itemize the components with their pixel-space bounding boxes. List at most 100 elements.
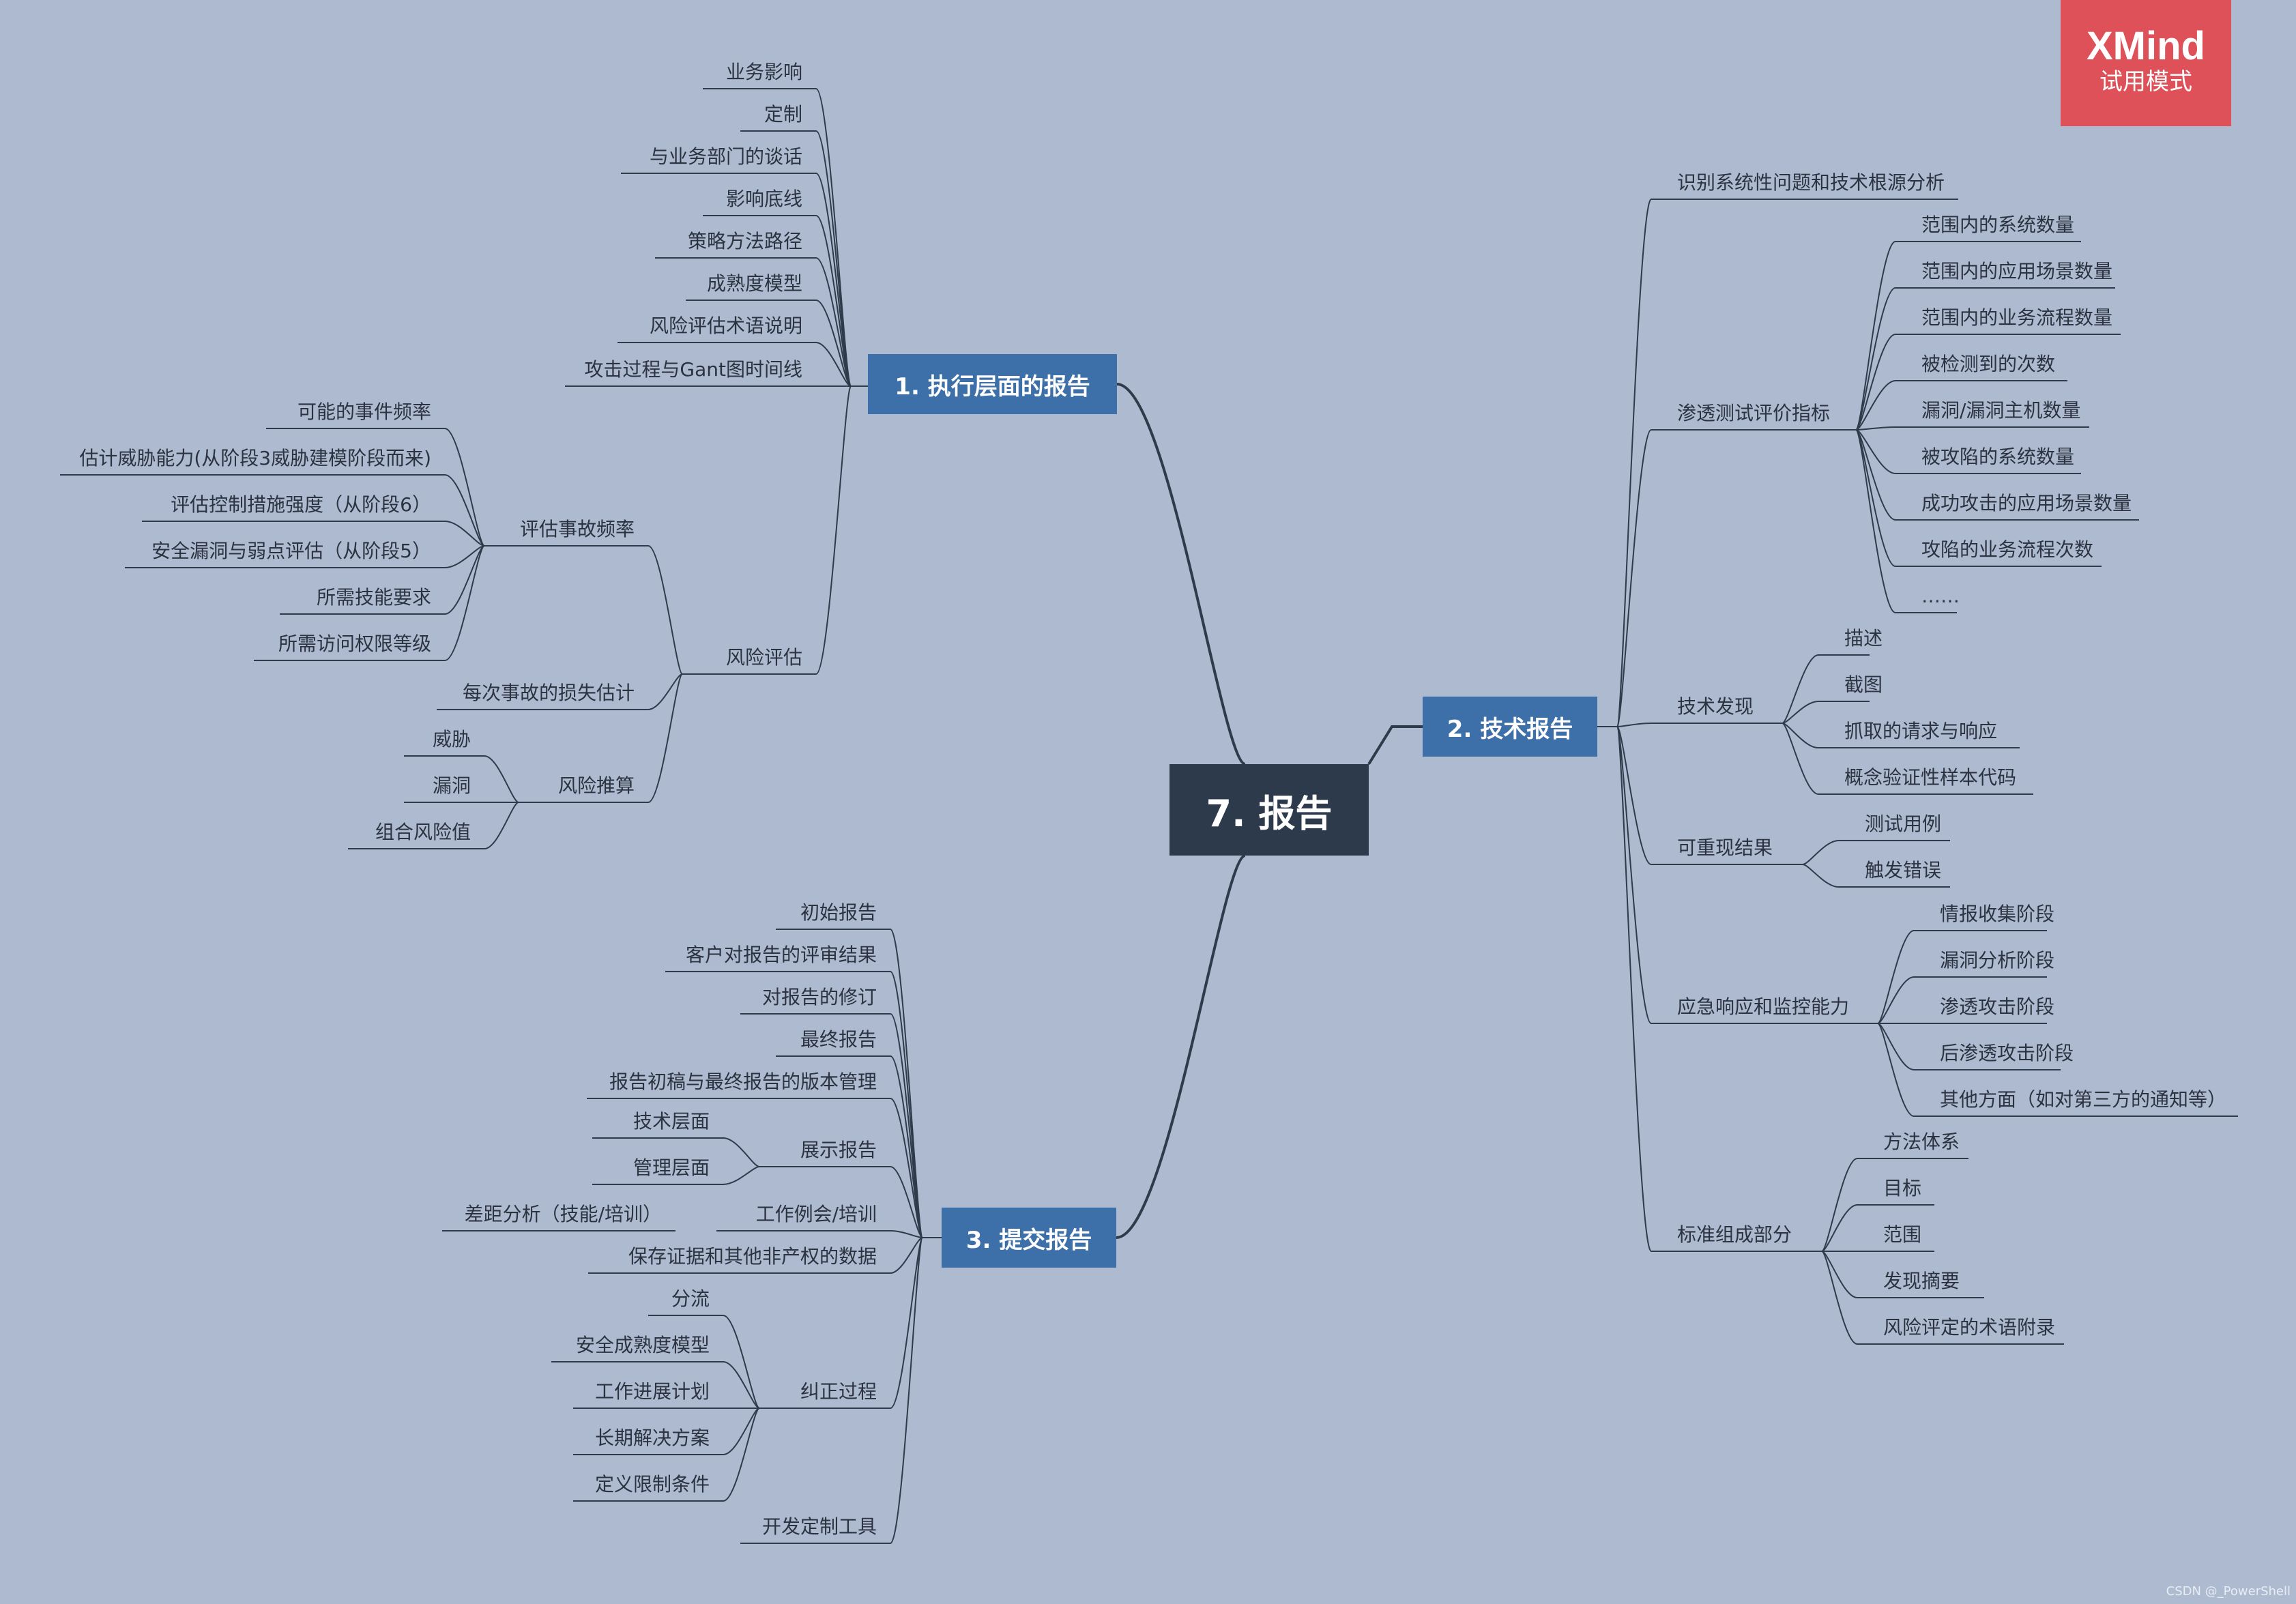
connector xyxy=(723,1315,760,1409)
repro-item[interactable]: 触发错误 xyxy=(1865,859,1942,881)
exec-item[interactable]: 风险评估术语说明 xyxy=(649,315,802,337)
response-item[interactable]: 漏洞分析阶段 xyxy=(1940,949,2055,972)
calc-item[interactable]: 组合风险值 xyxy=(375,821,471,843)
connector xyxy=(1855,334,1896,431)
metric-item[interactable]: 被检测到的次数 xyxy=(1921,353,2056,375)
tech-metrics[interactable]: 渗透测试评价指标 xyxy=(1677,402,1831,424)
standard-item[interactable]: 目标 xyxy=(1883,1177,1922,1199)
submit-item[interactable]: 客户对报告的评审结果 xyxy=(685,944,877,966)
connector xyxy=(444,428,485,546)
tech-reproducible[interactable]: 可重现结果 xyxy=(1677,836,1773,859)
submit-item[interactable]: 对报告的修订 xyxy=(761,986,877,1008)
finding-item[interactable]: 描述 xyxy=(1844,627,1883,650)
exec-item[interactable]: 策略方法路径 xyxy=(687,230,802,252)
response-item[interactable]: 情报收集阶段 xyxy=(1940,903,2055,925)
submit-item[interactable]: 报告初稿与最终报告的版本管理 xyxy=(609,1070,877,1093)
branch-executive-report[interactable]: 1. 执行层面的报告 xyxy=(868,354,1117,414)
submit-presentation[interactable]: 展示报告 xyxy=(800,1139,877,1161)
tech-findings[interactable]: 技术发现 xyxy=(1677,695,1754,718)
metric-item[interactable]: 被攻陷的系统数量 xyxy=(1921,446,2075,468)
submit-custom-tools[interactable]: 开发定制工具 xyxy=(761,1515,877,1538)
repro-item[interactable]: 测试用例 xyxy=(1865,813,1942,835)
connector xyxy=(1855,429,1896,521)
metric-item[interactable]: 漏洞/漏洞主机数量 xyxy=(1921,399,2081,422)
connector xyxy=(444,545,485,568)
finding-item[interactable]: 概念验证性样本代码 xyxy=(1844,766,2017,789)
connector xyxy=(890,1230,923,1238)
standard-item[interactable]: 方法体系 xyxy=(1883,1131,1960,1153)
frequency-item[interactable]: 所需技能要求 xyxy=(316,586,431,609)
metric-item[interactable]: 范围内的系统数量 xyxy=(1921,214,2075,236)
submit-keep-evidence[interactable]: 保存证据和其他非产权的数据 xyxy=(628,1245,877,1268)
connector xyxy=(890,1237,923,1274)
exec-item[interactable]: 业务影响 xyxy=(725,61,802,83)
branch-technical-report[interactable]: 2. 技术报告 xyxy=(1423,697,1597,757)
metric-item[interactable]: 攻陷的业务流程次数 xyxy=(1921,538,2094,561)
branch-submit-report[interactable]: 3. 提交报告 xyxy=(942,1208,1116,1268)
exec-item[interactable]: 定制 xyxy=(764,103,802,126)
connector xyxy=(1855,380,1896,431)
presentation-item[interactable]: 技术层面 xyxy=(633,1110,710,1133)
response-item[interactable]: 其他方面（如对第三方的通知等） xyxy=(1940,1088,2227,1111)
connector xyxy=(1616,199,1652,727)
remediation-item[interactable]: 工作进展计划 xyxy=(594,1380,710,1403)
tech-standard-parts[interactable]: 标准组成部分 xyxy=(1677,1223,1792,1246)
presentation-item[interactable]: 管理层面 xyxy=(633,1156,710,1179)
calc-item[interactable]: 漏洞 xyxy=(432,774,471,797)
connector xyxy=(815,300,852,387)
remediation-item[interactable]: 安全成熟度模型 xyxy=(575,1334,710,1356)
exec-item[interactable]: 与业务部门的谈话 xyxy=(649,145,802,168)
remediation-item[interactable]: 定义限制条件 xyxy=(594,1473,710,1496)
exec-item[interactable]: 成熟度模型 xyxy=(706,272,802,295)
exec-risk-assessment[interactable]: 风险评估 xyxy=(725,646,802,669)
standard-item[interactable]: 范围 xyxy=(1883,1223,1922,1246)
exec-risk-calculation[interactable]: 风险推算 xyxy=(557,774,635,797)
metric-item[interactable]: …… xyxy=(1921,585,1960,607)
frequency-item[interactable]: 所需访问权限等级 xyxy=(278,632,431,655)
submit-remediation[interactable]: 纠正过程 xyxy=(800,1380,877,1403)
connector xyxy=(723,1408,760,1455)
connector xyxy=(1616,726,1652,865)
connector xyxy=(1116,383,1246,765)
connector xyxy=(890,1166,923,1238)
connector xyxy=(1855,241,1896,431)
finding-item[interactable]: 截图 xyxy=(1844,673,1883,696)
calc-item[interactable]: 威胁 xyxy=(432,728,471,750)
metric-item[interactable]: 成功攻击的应用场景数量 xyxy=(1921,492,2132,514)
exec-loss-estimate[interactable]: 每次事故的损失估计 xyxy=(462,682,635,704)
submit-gap-analysis[interactable]: 差距分析（技能/培训） xyxy=(464,1203,662,1225)
watermark: CSDN @_PowerShell xyxy=(2166,1584,2291,1599)
connector xyxy=(890,1098,923,1238)
exec-item[interactable]: 影响底线 xyxy=(725,188,802,210)
tech-response-monitoring[interactable]: 应急响应和监控能力 xyxy=(1677,995,1850,1018)
xmind-trial-badge: XMind 试用模式 xyxy=(2061,0,2231,126)
frequency-item[interactable]: 估计威胁能力(从阶段3威胁建模阶段而来) xyxy=(79,447,431,469)
remediation-item[interactable]: 分流 xyxy=(671,1287,710,1310)
frequency-item[interactable]: 可能的事件频率 xyxy=(297,400,431,423)
response-item[interactable]: 后渗透攻击阶段 xyxy=(1940,1042,2074,1064)
frequency-item[interactable]: 评估控制措施强度（从阶段6） xyxy=(171,493,431,516)
exec-frequency[interactable]: 评估事故频率 xyxy=(519,518,635,540)
submit-workshop[interactable]: 工作例会/培训 xyxy=(755,1203,877,1225)
remediation-item[interactable]: 长期解决方案 xyxy=(594,1427,710,1449)
root-node[interactable]: 7. 报告 xyxy=(1169,764,1369,856)
connector xyxy=(723,1166,760,1185)
connector xyxy=(890,929,923,1238)
exec-item[interactable]: 攻击过程与Gant图时间线 xyxy=(584,358,802,381)
response-item[interactable]: 渗透攻击阶段 xyxy=(1940,995,2055,1018)
connector xyxy=(815,257,852,387)
trial-mode-text: 试用模式 xyxy=(2099,68,2192,96)
submit-item[interactable]: 最终报告 xyxy=(800,1028,877,1051)
connector xyxy=(648,673,683,710)
submit-item[interactable]: 初始报告 xyxy=(800,901,877,924)
tech-systemic-issues[interactable]: 识别系统性问题和技术根源分析 xyxy=(1677,171,1945,194)
finding-item[interactable]: 抓取的请求与响应 xyxy=(1844,720,1998,742)
metric-item[interactable]: 范围内的应用场景数量 xyxy=(1921,260,2113,282)
metric-item[interactable]: 范围内的业务流程数量 xyxy=(1921,306,2113,329)
standard-item[interactable]: 风险评定的术语附录 xyxy=(1883,1316,2056,1339)
standard-item[interactable]: 发现摘要 xyxy=(1883,1270,1960,1292)
connector xyxy=(890,1237,923,1544)
frequency-item[interactable]: 安全漏洞与弱点评估（从阶段5） xyxy=(151,540,431,562)
connector xyxy=(1855,426,1896,431)
